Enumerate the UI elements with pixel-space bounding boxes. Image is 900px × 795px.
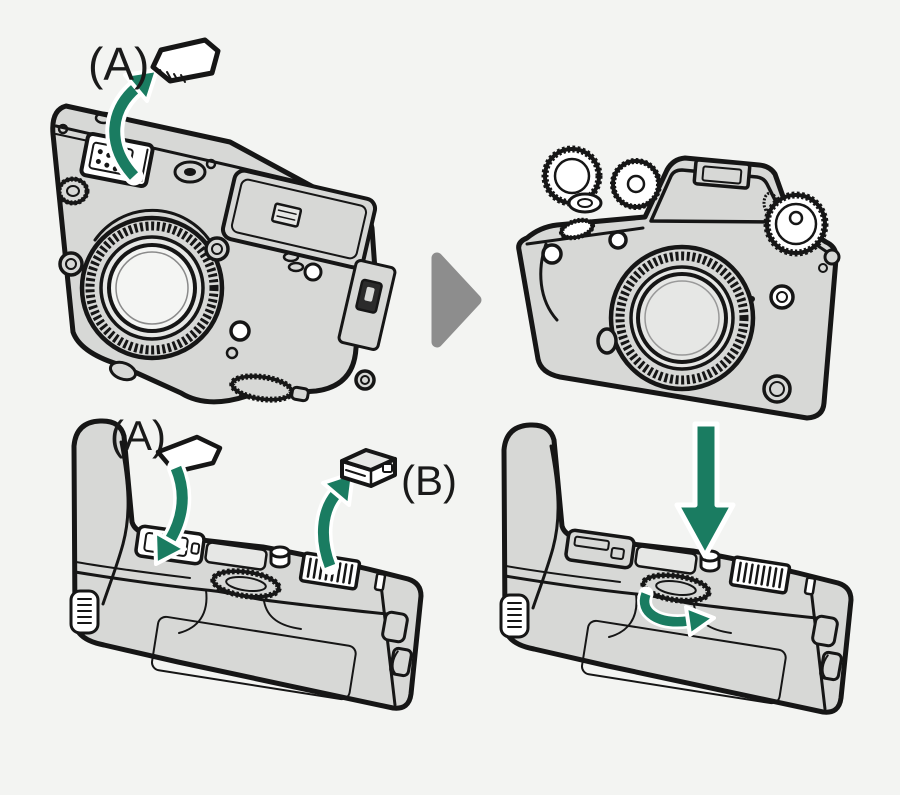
viewfinder-hump — [649, 168, 788, 224]
sync-terminal — [769, 284, 795, 310]
memory-card-icon-top — [150, 37, 221, 84]
next-step-arrow-icon — [431, 252, 482, 348]
lens-mount-front — [608, 244, 756, 392]
card-remove-arrow-icon — [105, 68, 159, 186]
lock-rotate-arrow-icon — [637, 586, 716, 637]
battery-icon — [340, 448, 397, 488]
hot-shoe — [692, 158, 752, 190]
camera-front — [516, 145, 841, 421]
strap-lug-icon — [823, 248, 841, 266]
exposure-comp-dial — [763, 191, 829, 257]
battery-grip-right — [501, 425, 851, 712]
label-battery-grip: (B) — [401, 457, 457, 504]
battery-door — [220, 168, 378, 270]
strap-lug-icon — [58, 251, 84, 277]
release-button — [303, 262, 323, 282]
attach-down-arrow-icon — [674, 421, 736, 559]
label-card-top: (A) — [88, 38, 149, 90]
side-connector-panel — [337, 259, 397, 351]
iso-dial — [610, 158, 662, 210]
lens-release-button — [596, 327, 618, 355]
strap-lug-icon — [354, 369, 376, 391]
tripod-socket — [173, 158, 217, 184]
front-command-wheel — [558, 217, 596, 241]
lens-mount-cap — [79, 208, 225, 361]
shutter-speed-dial — [541, 145, 603, 207]
screw-icon — [57, 123, 69, 135]
card-insert-arrow-icon — [153, 459, 192, 566]
af-lamp — [608, 230, 628, 250]
battery-remove-arrow-icon — [314, 471, 355, 575]
drive-lever — [567, 192, 603, 214]
left-shoulder-dial — [56, 176, 90, 206]
grip-card-slot-closed — [564, 528, 636, 570]
